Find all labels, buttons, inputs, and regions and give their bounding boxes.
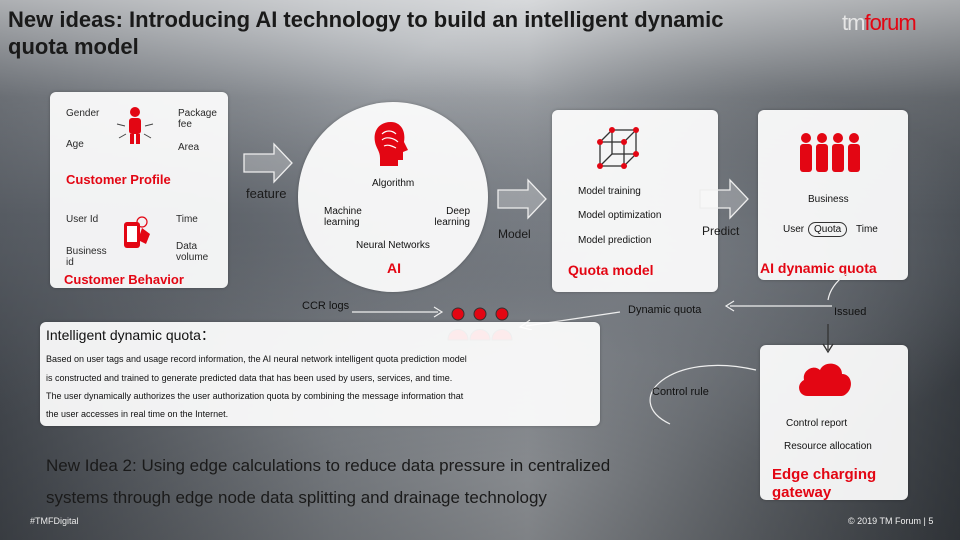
area-label: Area	[178, 142, 200, 153]
data-volume-label: Data volume	[176, 241, 209, 263]
business-label: Business	[808, 194, 849, 205]
control-rule-curve-icon	[649, 364, 757, 425]
model-prediction-label: Model prediction	[578, 235, 652, 246]
quota-pill: Quota	[808, 222, 848, 237]
down-arrow-icon	[822, 324, 834, 354]
package-fee-label: Package fee	[178, 108, 217, 130]
resource-allocation-label: Resource allocation	[784, 441, 872, 452]
user-label: User	[783, 224, 805, 235]
ccr-arrow-icon	[352, 306, 444, 318]
idea2-line-1: New Idea 2: Using edge calculations to r…	[46, 456, 611, 475]
intelligent-line-3: The user dynamically authorizes the user…	[46, 391, 464, 401]
idea2-text: New Idea 2: Using edge calculations to r…	[46, 450, 746, 514]
logo-forum: forum	[864, 10, 916, 35]
business-time-label: Time	[856, 224, 878, 235]
arrow-right-icon	[243, 142, 293, 184]
feature-label: feature	[246, 186, 287, 201]
intelligent-heading: Intelligent dynamic quota：	[46, 327, 215, 343]
model-optimization-label: Model optimization	[578, 210, 662, 221]
customer-profile-heading: Customer Profile	[66, 172, 171, 187]
edge-gateway-heading: Edge charging gateway	[772, 466, 877, 501]
model-training-label: Model training	[578, 186, 641, 197]
business-panel	[758, 110, 908, 280]
age-label: Age	[66, 139, 84, 150]
quota-model-heading: Quota model	[568, 262, 654, 278]
predict-label: Predict	[702, 224, 740, 238]
people-group-icon	[800, 133, 860, 172]
model-panel	[552, 110, 718, 292]
customer-behavior-heading: Customer Behavior	[64, 272, 184, 287]
gender-label: Gender	[66, 108, 100, 119]
issued-arrow-icon	[724, 300, 832, 312]
machine-learning-label: Machine learning	[324, 206, 362, 228]
slide-title: New ideas: Introducing AI technology to …	[8, 7, 724, 59]
algorithm-label: Algorithm	[372, 178, 415, 189]
phone-tap-icon	[124, 216, 150, 248]
copyright-footer: © 2019 TM Forum | 5	[848, 516, 934, 526]
idea2-line-2: systems through edge node data splitting…	[46, 488, 547, 507]
network-cube-icon	[597, 127, 639, 169]
person-target-icon	[116, 107, 154, 144]
neural-networks-label: Neural Networks	[356, 240, 430, 251]
deep-learning-label: Deep learning	[434, 206, 470, 228]
business-id-label: Business id	[66, 246, 107, 268]
brain-head-icon	[374, 122, 408, 166]
issued-label: Issued	[834, 306, 867, 318]
dynamic-quota-label: Dynamic quota	[628, 304, 702, 316]
ai-heading: AI	[387, 260, 401, 276]
intelligent-line-4: the user accesses in real time on the In…	[46, 409, 229, 419]
time-label: Time	[176, 214, 198, 225]
intelligent-text-panel	[40, 322, 600, 426]
ai-dynamic-quota-heading: AI dynamic quota	[760, 260, 877, 276]
intelligent-line-2: is constructed and trained to generate p…	[46, 373, 453, 383]
cloud-icon	[799, 363, 851, 396]
control-rule-label: Control rule	[652, 386, 709, 398]
hashtag-footer: #TMFDigital	[30, 516, 79, 526]
ccr-logs-label: CCR logs	[302, 300, 350, 312]
model-label: Model	[498, 227, 531, 241]
arrow-right-icon	[497, 178, 547, 220]
logo-tm: tm	[842, 10, 865, 35]
tmforum-logo: tmforum	[842, 10, 917, 36]
arrow-right-icon	[699, 178, 749, 220]
user-id-label: User Id	[66, 214, 99, 225]
intelligent-line-1: Based on user tags and usage record info…	[46, 354, 467, 364]
control-report-label: Control report	[786, 418, 848, 429]
issued-curve-icon	[827, 273, 847, 301]
